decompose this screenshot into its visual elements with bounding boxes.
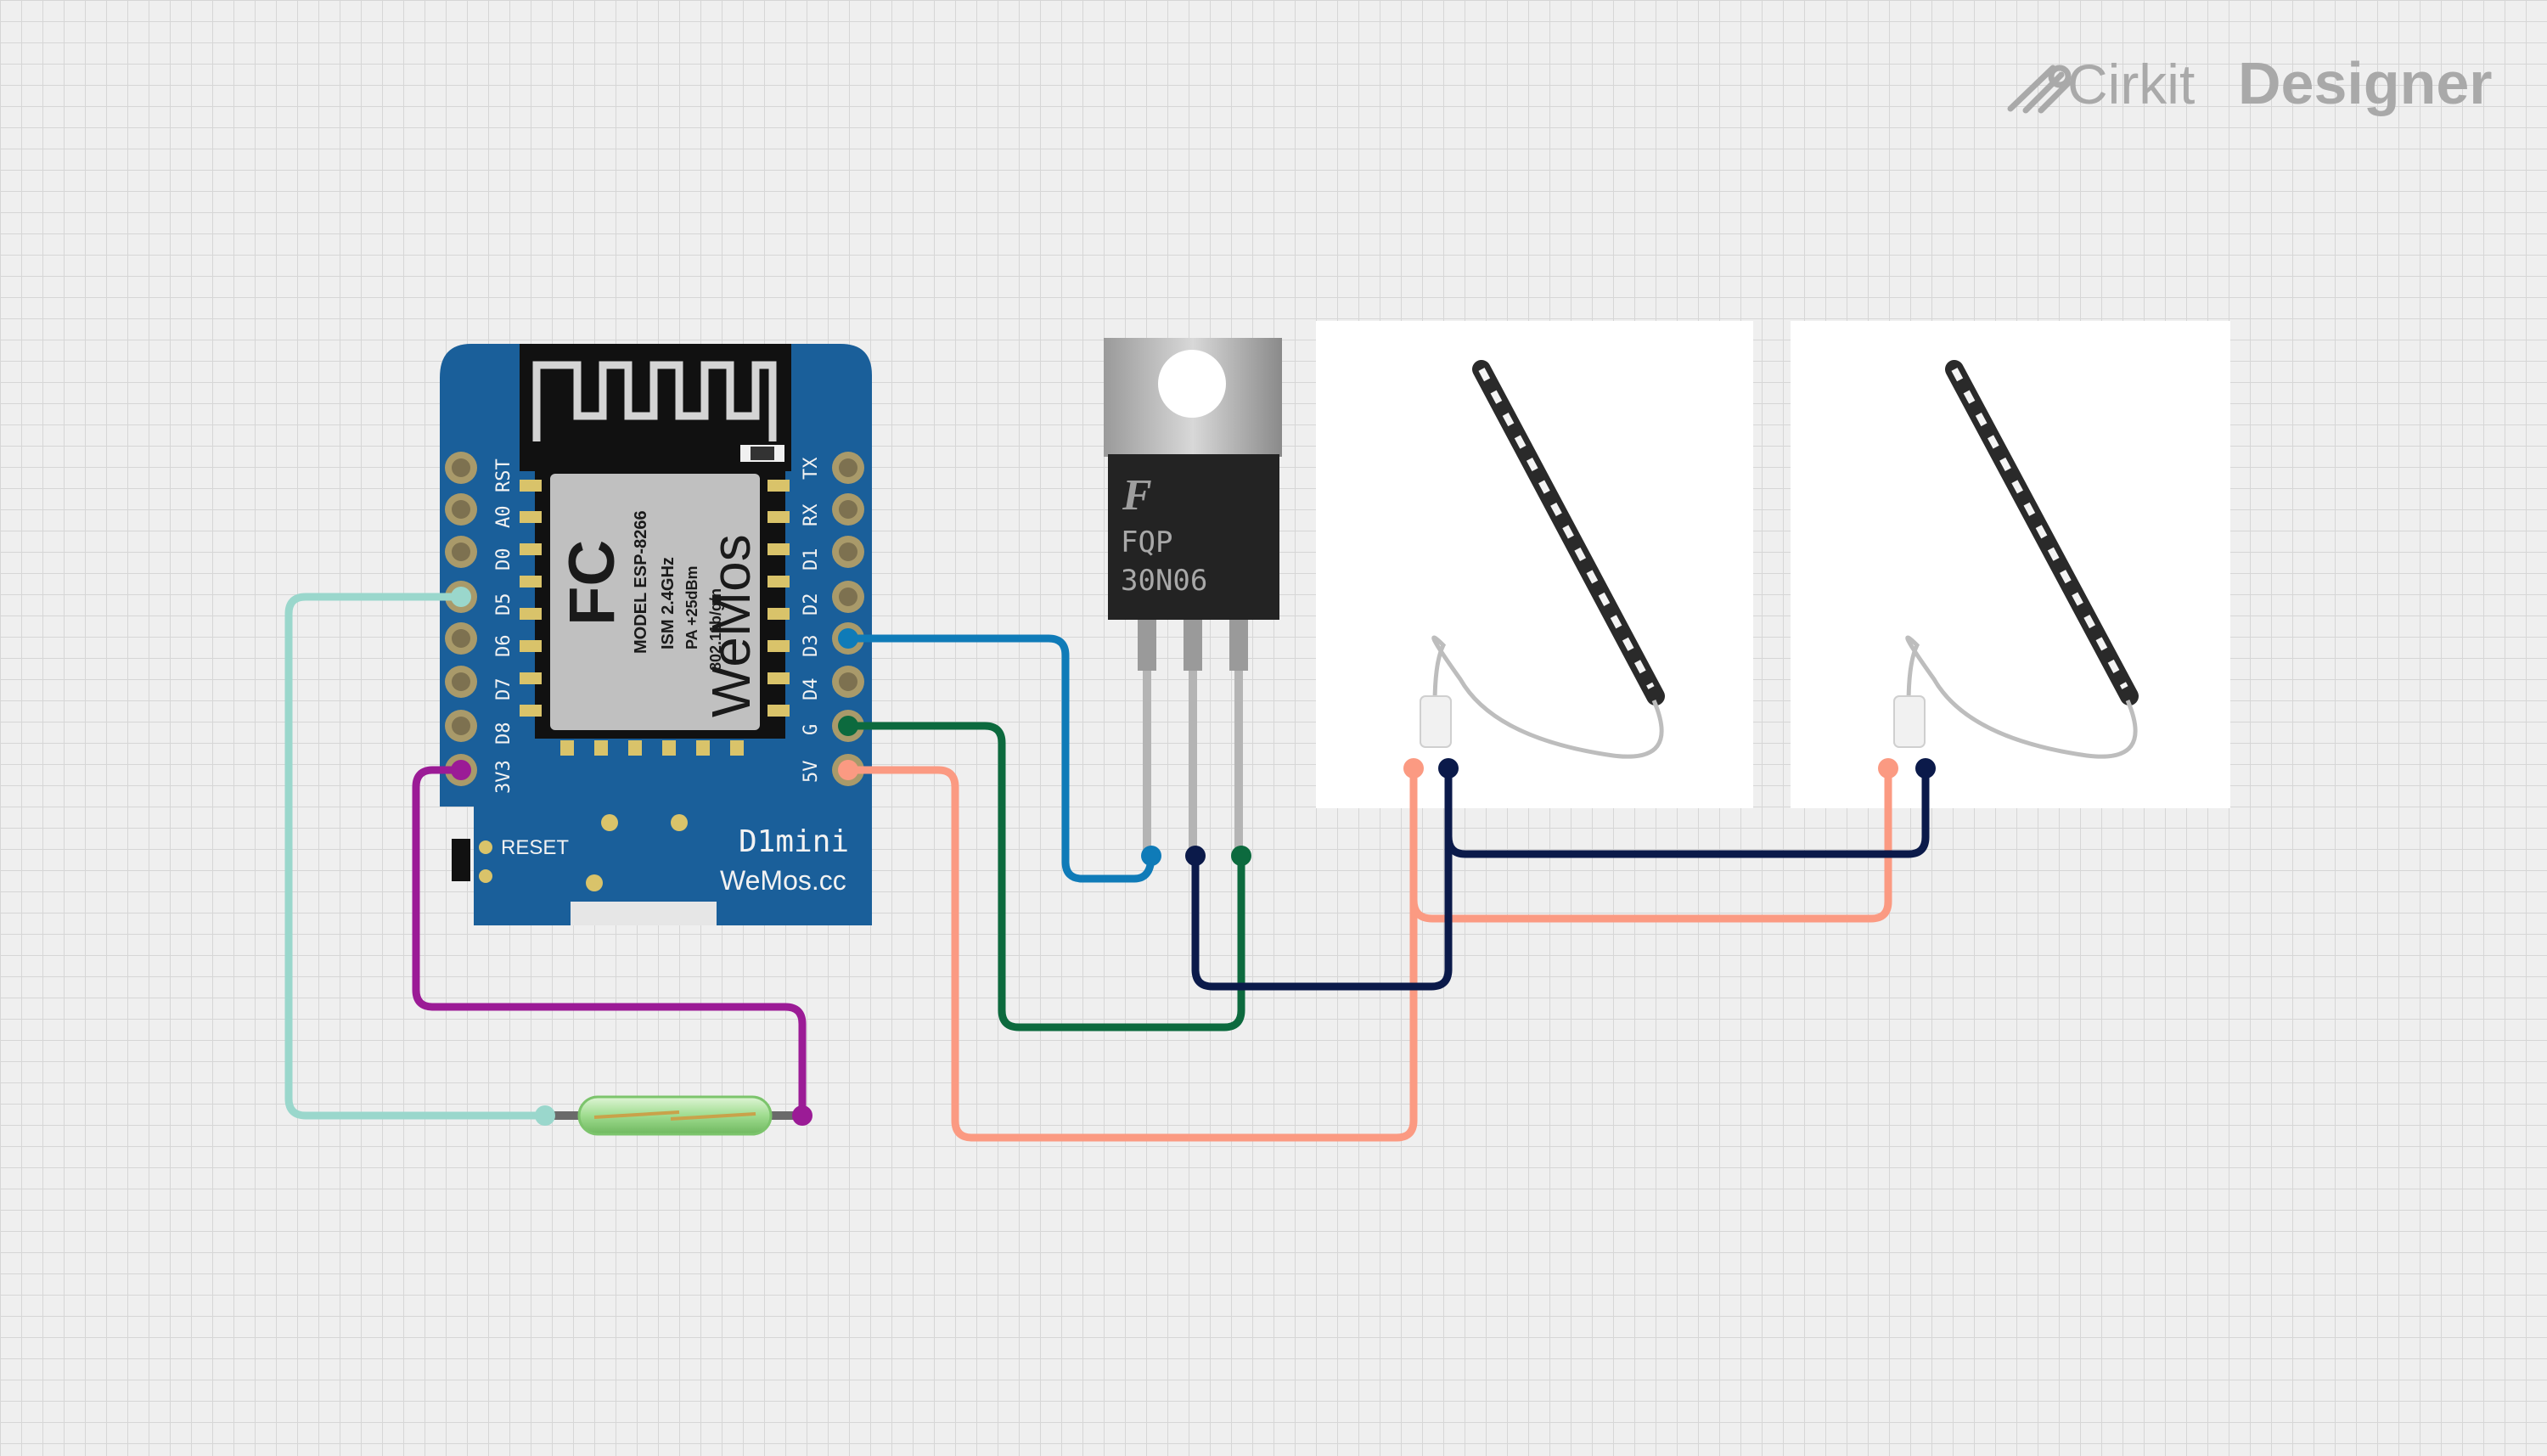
reed-switch[interactable] — [543, 1095, 805, 1136]
board-pad-c — [586, 874, 603, 891]
cirkit-designer-logo: Cirkit Designer — [2007, 50, 2493, 116]
mosfet-brand-mark: F — [1122, 471, 1152, 520]
reset-label: RESET — [501, 836, 569, 859]
module-wemos-logo: WeMos — [700, 534, 762, 717]
fcc-mark: FC — [556, 540, 628, 626]
pin-label-rst: RST — [493, 458, 514, 492]
mosfet-leads — [1138, 620, 1248, 857]
module-pads — [520, 480, 790, 756]
module-model-text: MODEL ESP-8266 — [632, 510, 650, 654]
wire-endpoints — [451, 587, 1936, 1126]
wire-5v-to-strip1[interactable] — [844, 764, 1418, 1142]
led-strip-2-panel — [1791, 321, 2230, 808]
wemos-d1-mini-board[interactable]: FC MODEL ESP-8266 ISM 2.4GHz PA +25dBm 8… — [440, 344, 872, 925]
wire-gnd-to-mosfet-source[interactable] — [844, 722, 1245, 1032]
led-strip-2-leds — [1951, 368, 2128, 689]
wire-mosfet-drain-to-strip1[interactable] — [1191, 764, 1453, 991]
led-strip-1-usb-plug — [1420, 695, 1452, 748]
mosfet-body — [1108, 454, 1279, 620]
led-strip-1-leds — [1478, 368, 1655, 689]
endpoint-d5 — [451, 587, 471, 607]
brand-name-light: Cirkit — [2067, 53, 2195, 115]
pin-label-3v3: 3V3 — [493, 760, 514, 794]
mosfet-text-line1: FQP — [1121, 526, 1172, 559]
endpoint-g — [838, 716, 858, 736]
led-strip-2-cable — [1905, 635, 2138, 759]
endpoint-3v3 — [451, 760, 471, 780]
pin-label-a0: A0 — [493, 506, 514, 529]
endpoint-reed-left — [535, 1105, 555, 1126]
mosfet-fqp30n06[interactable]: F FQP 30N06 — [1104, 338, 1282, 857]
reed-switch-glass — [577, 1095, 773, 1136]
pin-label-d2: D2 — [801, 593, 822, 616]
endpoint-strip2-gnd — [1915, 758, 1936, 779]
pin-label-5v: 5V — [801, 761, 822, 784]
module-ism-text: ISM 2.4GHz — [659, 557, 678, 649]
pin-label-d0: D0 — [493, 548, 514, 571]
endpoint-5v — [838, 760, 858, 780]
led-strip-1-cable — [1431, 635, 1664, 759]
endpoint-reed-right — [792, 1105, 812, 1126]
pin-label-g: G — [801, 724, 822, 735]
left-pin-labels: RST A0 D0 D5 D6 D7 D8 3V3 — [493, 458, 514, 794]
smd-led-center — [751, 447, 774, 460]
cirkit-logo-icon — [2007, 65, 2072, 114]
mosfet-text-line2: 30N06 — [1121, 564, 1207, 598]
pin-label-d4: D4 — [801, 678, 822, 701]
usb-connector — [571, 902, 717, 925]
reset-button[interactable] — [452, 839, 470, 881]
module-wifi-text: 802.11b/g/n — [707, 588, 724, 671]
usb-led-strip-1[interactable] — [1316, 321, 1753, 808]
pin-label-d5: D5 — [493, 593, 514, 616]
led-strip-2-usb-plug — [1893, 695, 1926, 748]
endpoint-mosfet-drain — [1185, 846, 1206, 866]
pin-label-rx: RX — [801, 503, 822, 526]
brand-name-bold: Designer — [2238, 50, 2493, 116]
board-name: D1mini — [739, 824, 849, 859]
reed-contact-right — [670, 1112, 756, 1121]
pin-label-tx: TX — [801, 457, 822, 480]
board-site: WeMos.cc — [720, 865, 846, 896]
wire-3v3-to-reed[interactable] — [412, 766, 807, 1120]
wire-strip1-gnd-to-strip2[interactable] — [1444, 764, 1930, 858]
wire-d3-to-mosfet-gate[interactable] — [844, 634, 1155, 883]
reed-contact-left — [593, 1110, 680, 1119]
right-pin-labels: TX RX D1 D2 D3 D4 G 5V — [801, 457, 822, 783]
reset-pad — [479, 840, 492, 854]
endpoint-d3 — [838, 628, 858, 649]
reset-pad-2 — [479, 869, 492, 883]
board-pad-b — [671, 814, 688, 831]
pin-label-d6: D6 — [493, 635, 514, 658]
board-pad-a — [601, 814, 618, 831]
endpoint-mosfet-gate — [1141, 846, 1161, 866]
usb-led-strip-2[interactable] — [1791, 321, 2230, 808]
pin-label-d3: D3 — [801, 635, 822, 658]
module-shield — [550, 474, 760, 730]
wire-d5-to-reed[interactable] — [284, 593, 549, 1120]
module-markings: FC MODEL ESP-8266 ISM 2.4GHz PA +25dBm 8… — [556, 510, 762, 717]
antenna-trace — [532, 361, 777, 441]
mosfet-mount-hole — [1158, 350, 1226, 418]
endpoint-strip1-vcc — [1403, 758, 1424, 779]
endpoint-strip2-vcc — [1878, 758, 1898, 779]
led-strip-1-panel — [1316, 321, 1753, 808]
endpoint-mosfet-source — [1231, 846, 1251, 866]
pin-label-d8: D8 — [493, 722, 514, 745]
pin-label-d1: D1 — [801, 548, 822, 571]
wire-5v-strip1-to-strip2[interactable] — [1409, 764, 1892, 923]
module-pa-text: PA +25dBm — [683, 565, 700, 649]
pin-label-d7: D7 — [493, 678, 514, 701]
endpoint-strip1-gnd — [1438, 758, 1459, 779]
